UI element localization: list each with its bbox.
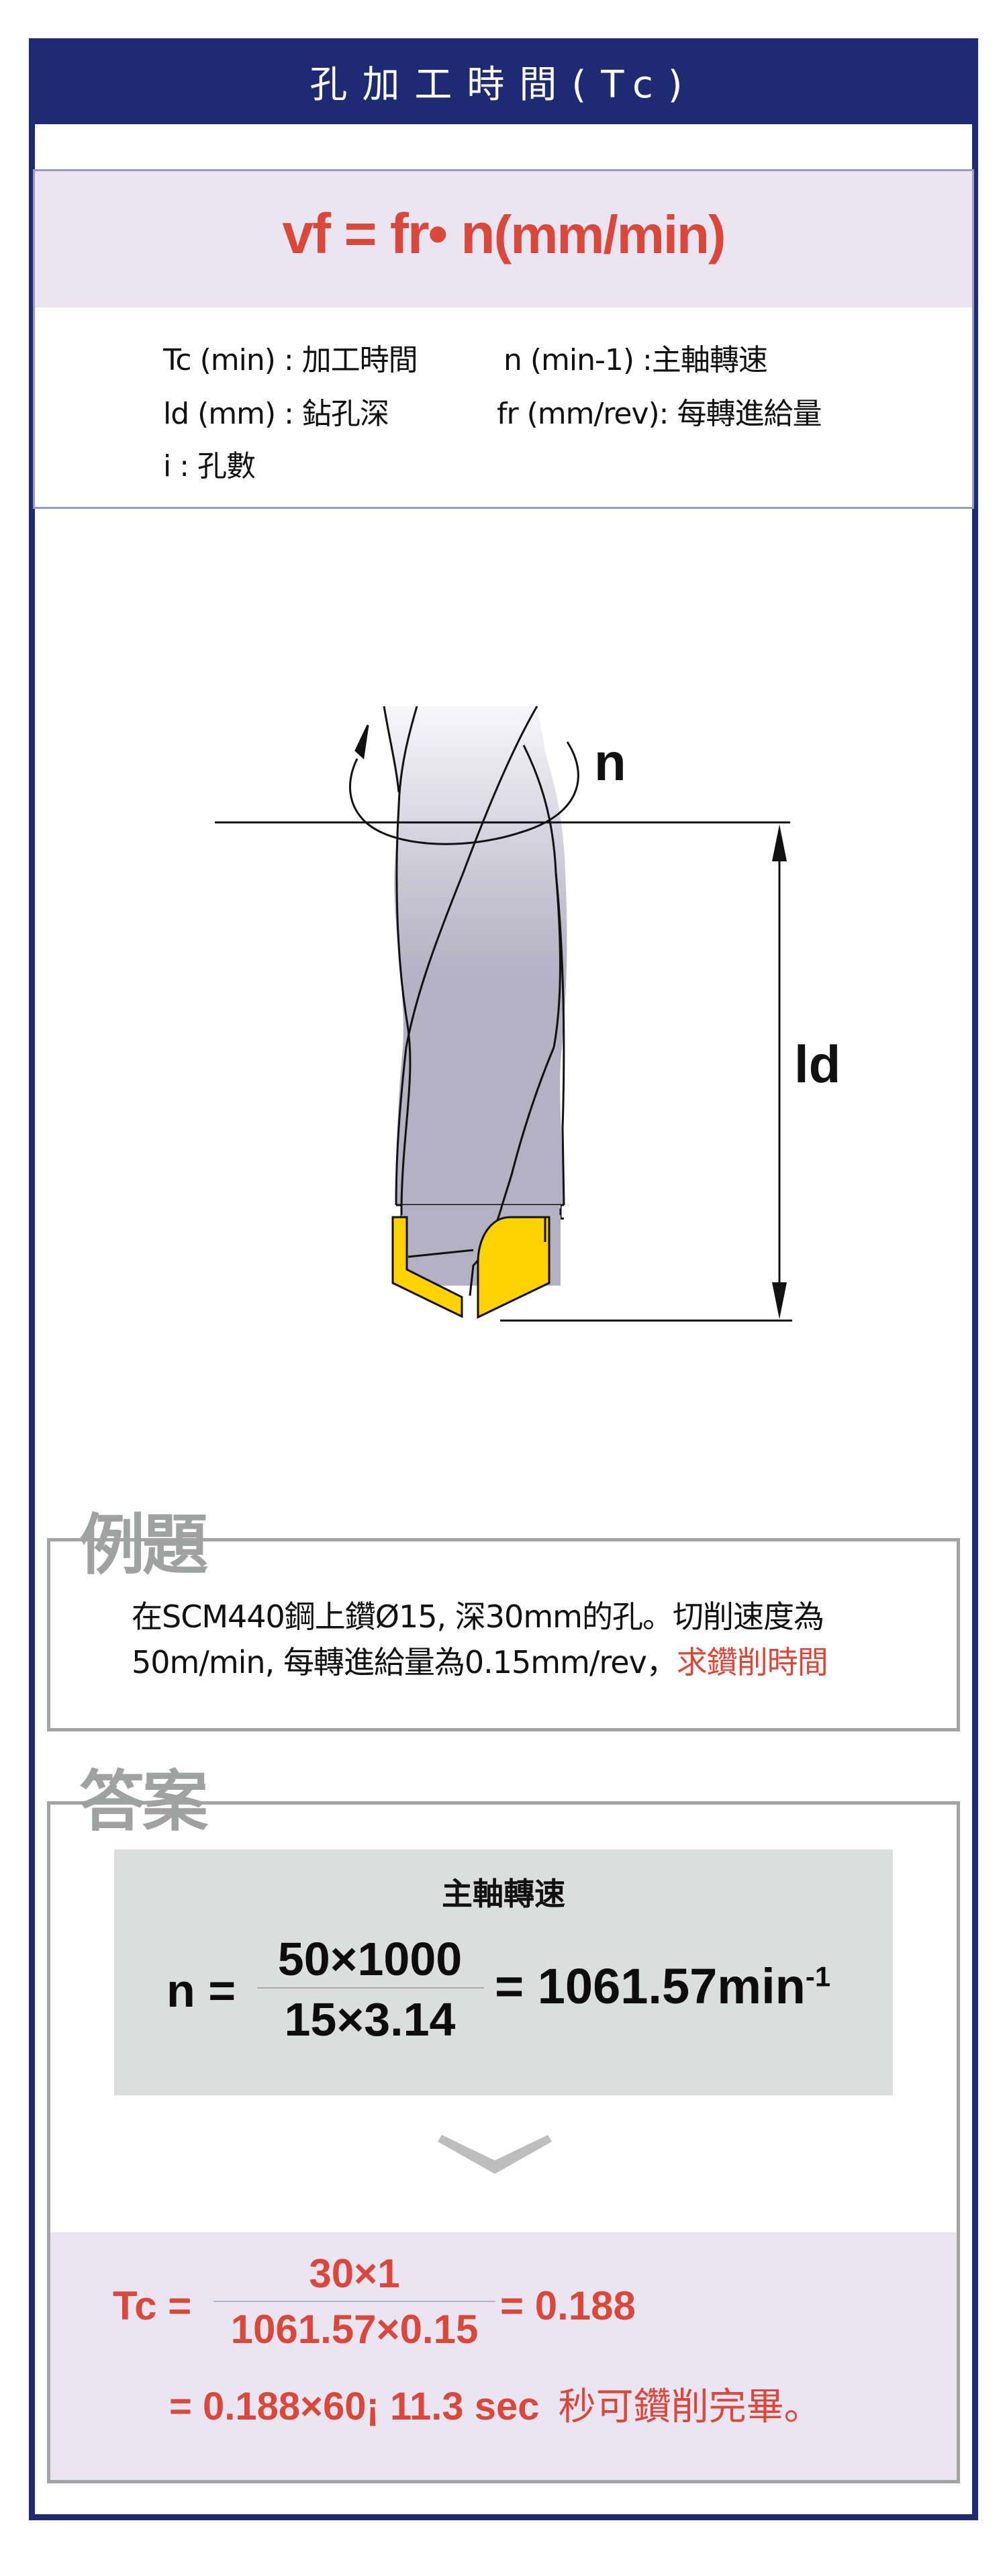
arrow-up-icon (772, 824, 787, 861)
time-lhs: Tc = (113, 2283, 192, 2328)
spindle-lhs: n = (166, 1964, 236, 2017)
spindle-speed-title: 主軸轉速 (442, 1876, 565, 1912)
time-denominator: 1061.57×0.15 (230, 2307, 479, 2352)
formula-unit: (mm/min) (493, 205, 726, 265)
page-title: 孔加工時間(Tc) (29, 38, 978, 124)
chevron-down-icon (438, 2135, 552, 2174)
example-line-1: 在SCM440鋼上鑽Ø15, 深30mm的孔。切削速度為 (132, 1599, 824, 1635)
time-seconds-expression: = 0.188×60¡ 11.3 sec (169, 2385, 540, 2428)
legend-i: i : 孔數 (163, 449, 256, 483)
time-numerator: 30×1 (309, 2251, 400, 2296)
rotation-arc (349, 741, 579, 845)
left-insert (391, 1216, 463, 1319)
spindle-denominator: 15×3.14 (284, 1993, 456, 2046)
example-question: 求鑽削時間 (676, 1644, 828, 1680)
spindle-numerator: 50×1000 (277, 1933, 463, 1985)
legend-fr: fr (mm/rev): 每轉進給量 (497, 397, 822, 431)
example-line-2: 50m/min, 每轉進給量為0.15mm/rev，求鑽削時間 (132, 1638, 828, 1682)
legend-ld: ld (mm) : 鉆孔深 (163, 397, 389, 431)
depth-label: ld (794, 1035, 841, 1094)
legend-tc: Tc (min) : 加工時間 (163, 343, 418, 377)
rotation-label: n (594, 732, 626, 792)
legend-n: n (min-1) :主軸轉速 (504, 343, 768, 377)
spindle-speed-panel (114, 1850, 893, 2095)
formula-expression: vf = fr• n (282, 202, 495, 265)
example-card (47, 1538, 960, 1731)
example-line-2-text: 50m/min, 每轉進給量為0.15mm/rev， (132, 1644, 677, 1680)
drill-body (384, 706, 567, 1205)
answer-heading: 答案 (79, 1764, 208, 1840)
time-seconds: = 0.188×60¡ 11.3 sec 秒可鑽削完畢。 (169, 2377, 822, 2431)
formula-band (35, 171, 972, 307)
right-insert (477, 1216, 550, 1319)
spindle-result: = 1061.57min-1 (495, 1958, 830, 2015)
feed-rate-formula: vf = fr• n(mm/min) (0, 201, 1007, 267)
spindle-result-value: = 1061.57min (495, 1958, 806, 2014)
drill-diagram (215, 706, 792, 1322)
spindle-result-exponent: -1 (805, 1960, 831, 1993)
time-fraction-bar (213, 2301, 495, 2302)
rotation-arrow-icon (354, 724, 369, 760)
spindle-fraction-bar (257, 1987, 484, 1989)
example-heading: 例題 (79, 1507, 208, 1584)
arrow-down-icon (772, 1282, 787, 1319)
cutting-time-panel (50, 2232, 957, 2480)
time-result: = 0.188 (500, 2283, 636, 2328)
time-conclusion: 秒可鑽削完畢。 (558, 2385, 822, 2429)
